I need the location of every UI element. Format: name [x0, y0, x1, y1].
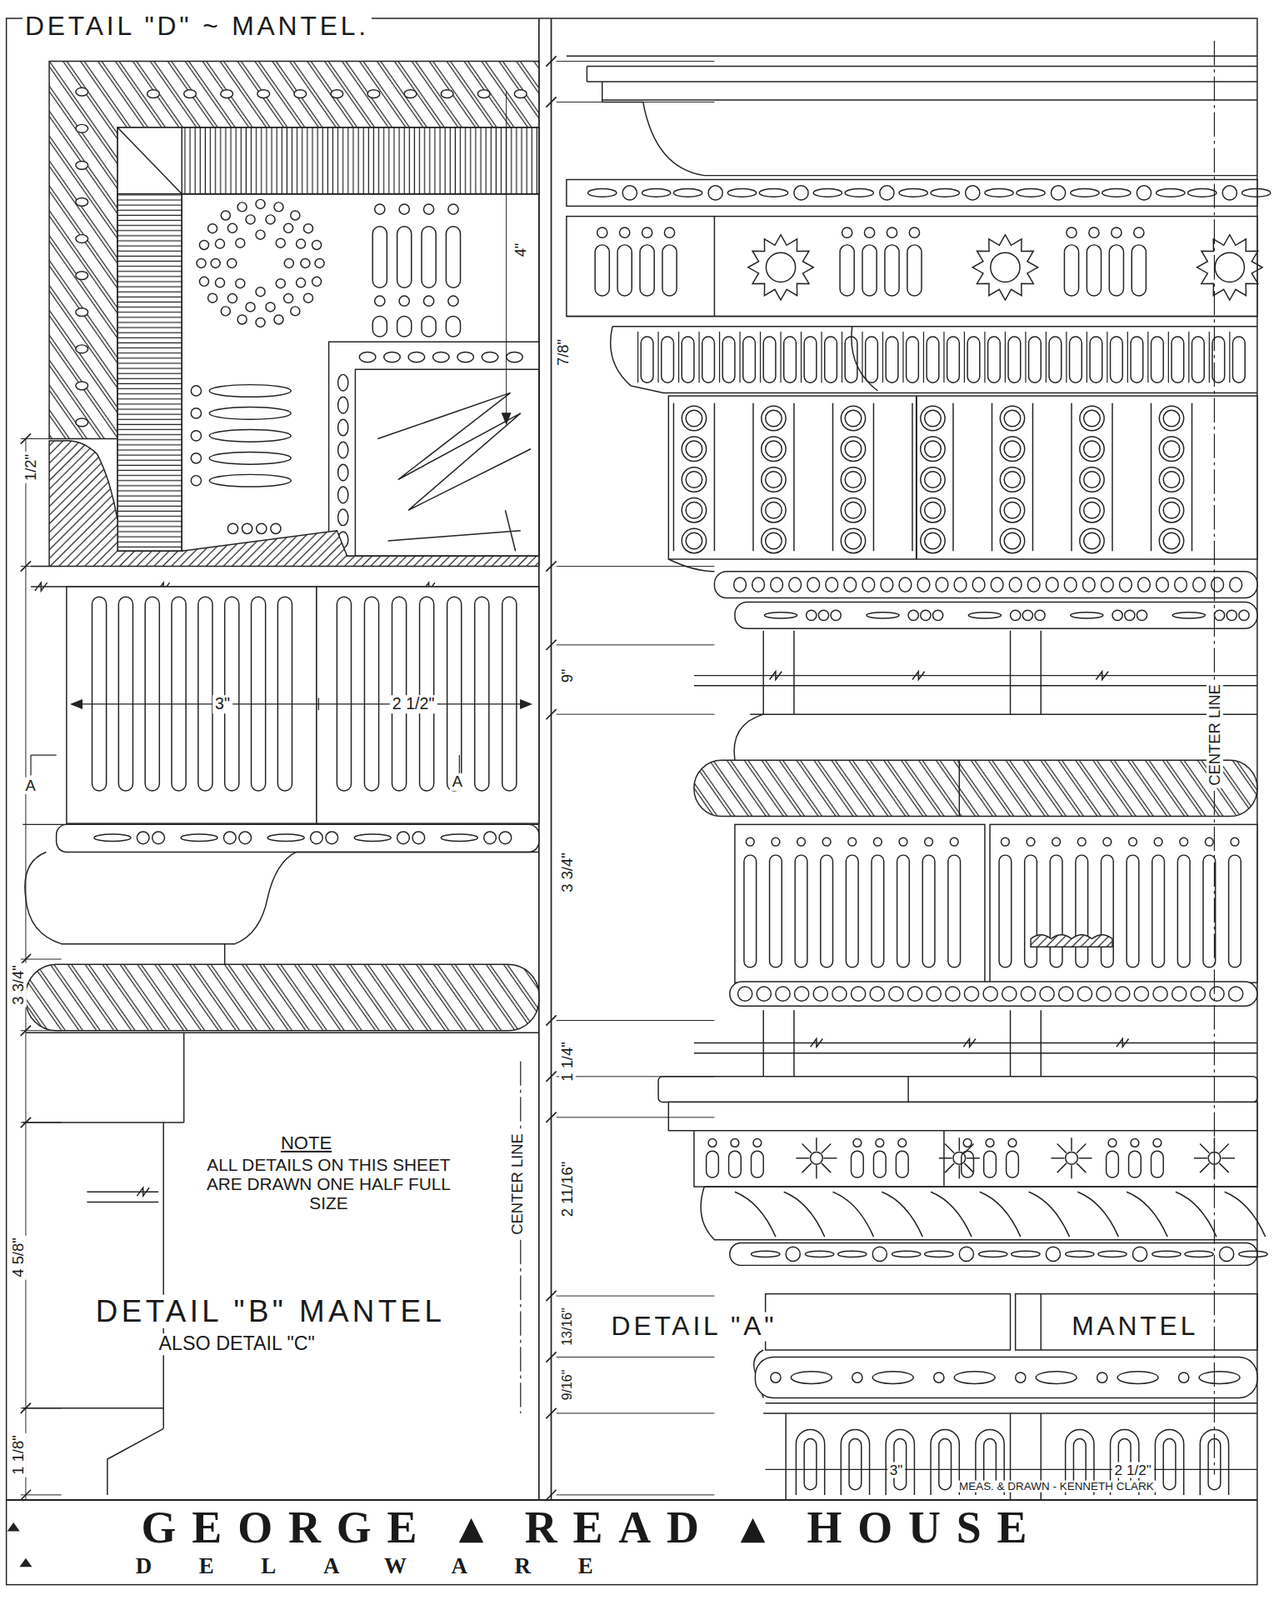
- dimension-label: 1 1/4": [559, 1039, 576, 1084]
- detail-title: DETAIL "B" MANTEL: [93, 1294, 448, 1329]
- drawing-label: ALL DETAILS ON THIS SHEET ARE DRAWN ONE …: [188, 1155, 470, 1214]
- drawing-label: 2 1/2": [389, 694, 438, 714]
- dimension-label: 2 11/16": [559, 1159, 576, 1220]
- drawing-label: 3": [887, 1462, 906, 1479]
- sheet-title: GEORGE ▴ READ ▴ HOUSE: [139, 1503, 1046, 1553]
- dimension-label: 13/16": [559, 1305, 575, 1349]
- dimension-label: 4": [512, 240, 530, 260]
- drawing-label: NOTE: [278, 1133, 335, 1154]
- drawing-label: A: [449, 773, 465, 790]
- drawing-label: A: [23, 777, 39, 795]
- dimension-label: CENTER LINE: [1206, 681, 1224, 788]
- detail-title: MANTEL: [1069, 1312, 1201, 1342]
- dimension-label: 3 3/4": [9, 962, 27, 1007]
- drawing-label: MEAS. & DRAWN - KENNETH CLARK: [956, 1479, 1157, 1493]
- detail-title: DETAIL "A": [609, 1312, 780, 1342]
- dimension-label: 9": [559, 666, 576, 686]
- dimension-label: 1 1/8": [9, 1432, 27, 1477]
- dimension-label: 9/16": [559, 1367, 575, 1404]
- dimension-label: 1/2": [22, 451, 40, 484]
- detail-title: DETAIL "D" ~ MANTEL.: [22, 11, 372, 41]
- dimension-label: 7/8": [554, 336, 572, 369]
- drawing-label: 3": [212, 694, 233, 714]
- linework: [6, 18, 1271, 1585]
- sheet-caption: DELAWARE: [133, 1553, 643, 1579]
- dimension-label: 4 5/8": [9, 1234, 27, 1280]
- dimension-label: 3 3/4": [559, 850, 576, 895]
- drawing-label: 2 1/2": [1112, 1462, 1155, 1479]
- drawing-label: ALSO DETAIL "C": [156, 1333, 318, 1355]
- dimension-label: CENTER LINE: [509, 1130, 526, 1237]
